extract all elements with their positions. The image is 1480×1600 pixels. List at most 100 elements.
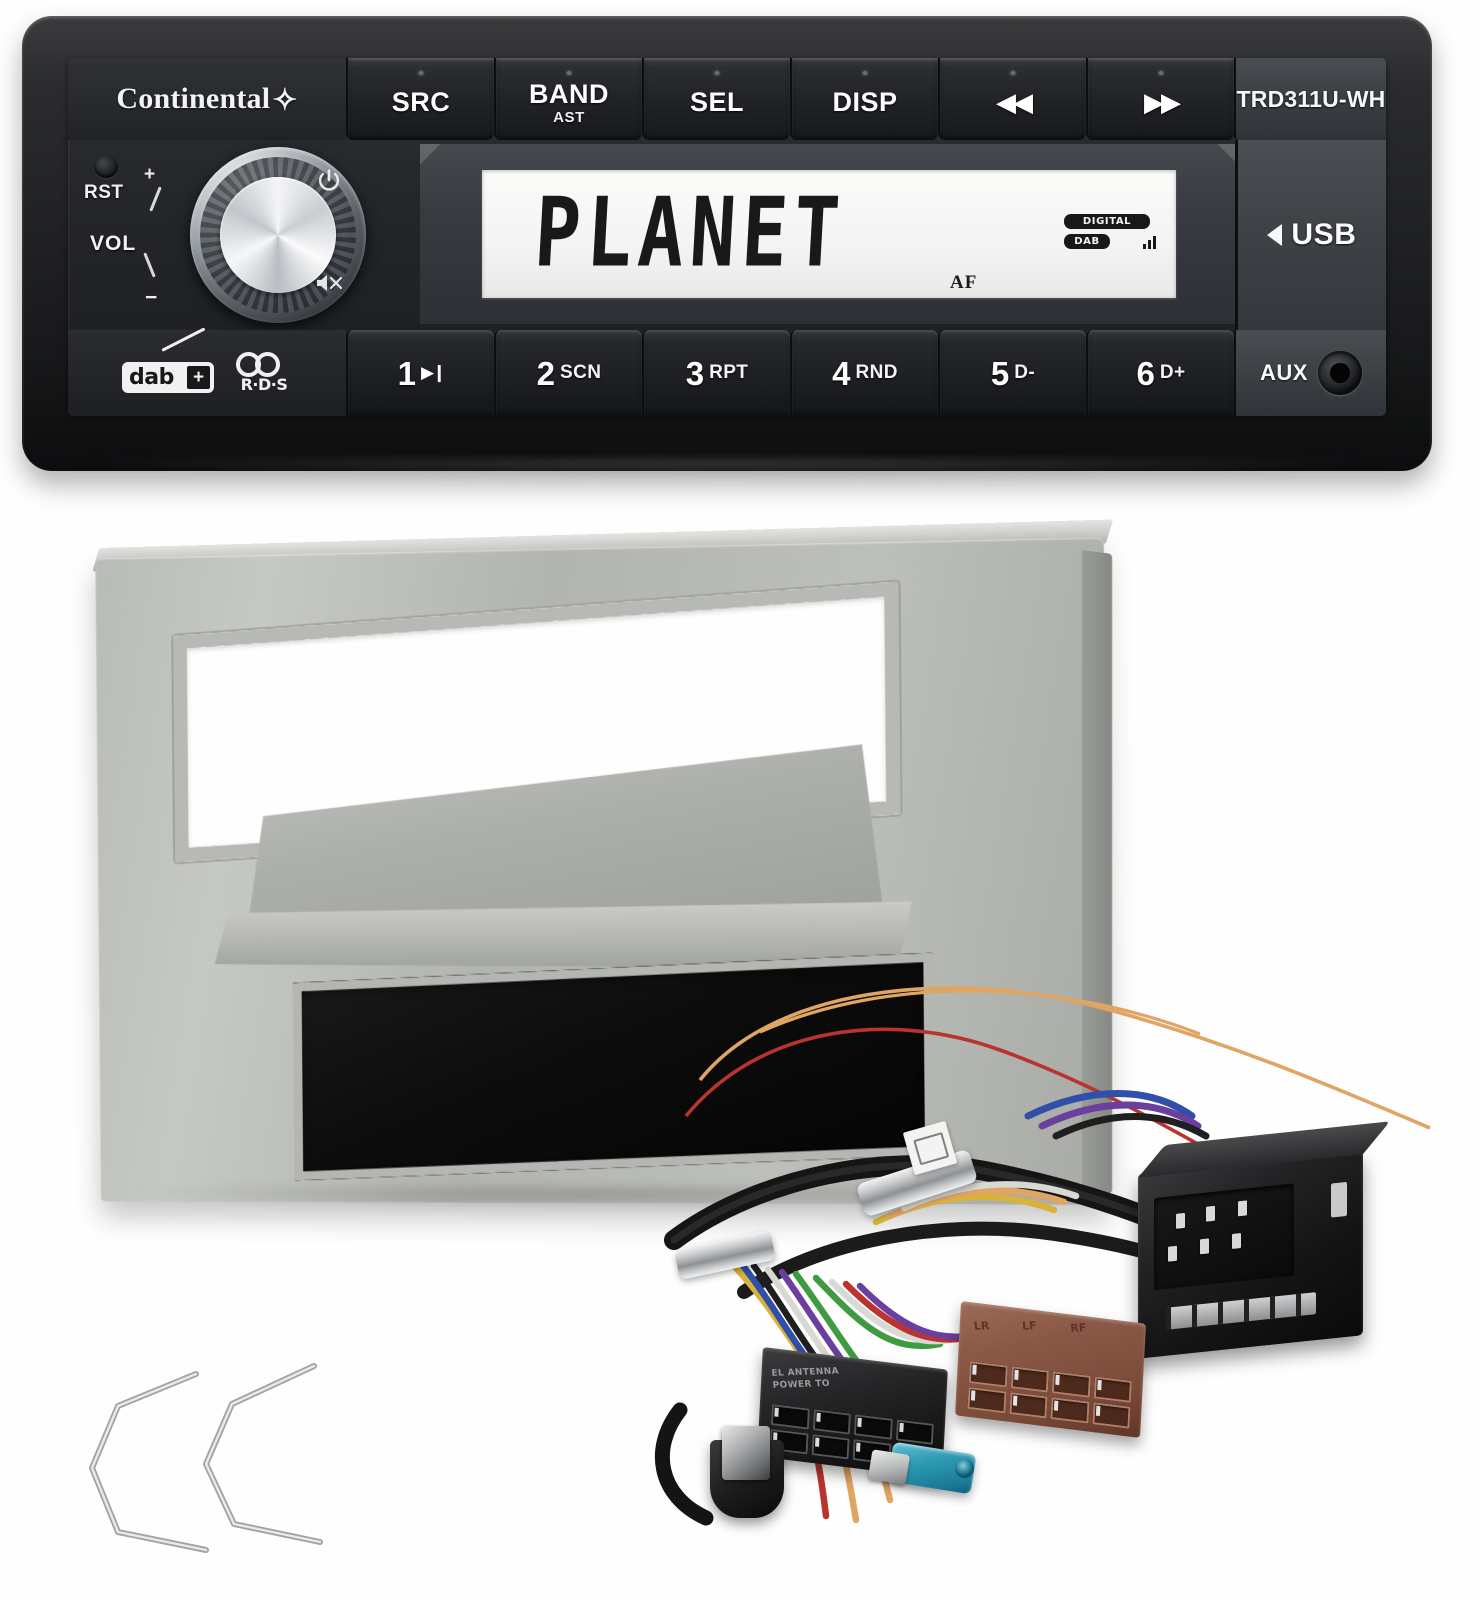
dab-badge: DAB xyxy=(1064,234,1110,249)
preset-3-function: RPT xyxy=(709,362,749,383)
button-led-icon xyxy=(566,71,572,75)
preset-4-button[interactable]: 4 RND xyxy=(790,330,938,416)
radio-front-panel: Continental✧ SRC BAND AST SEL DISP xyxy=(68,58,1386,416)
preset-2-number: 2 xyxy=(536,354,556,392)
lcd-display: PLANET DIGITAL DAB AF xyxy=(482,170,1176,298)
preset-5-function: D- xyxy=(1014,362,1036,383)
format-logo-area: dab + R·D·S xyxy=(68,327,346,416)
wiring-harness: EL ANTENNA POWER TO LR LF RF xyxy=(640,940,1470,1590)
preset-4-function: RND xyxy=(855,362,898,383)
aux-port-area[interactable]: AUX xyxy=(1234,330,1386,416)
quadlock-key-slot xyxy=(1331,1181,1347,1218)
preset-button-row: dab + R·D·S 1 ▶❙ 2 SCN 3 RPT xyxy=(68,327,1386,416)
radio-removal-keys xyxy=(78,1360,398,1580)
disp-button[interactable]: DISP xyxy=(790,58,938,140)
preset-6-button[interactable]: 6 D+ xyxy=(1086,330,1234,416)
fascia-drop-shadow xyxy=(128,1188,1088,1210)
fakra-antenna-plug xyxy=(862,1440,982,1496)
speaker-label-lr: LR xyxy=(973,1319,990,1333)
lcd-station-text: PLANET xyxy=(531,176,849,289)
usb-label: USB xyxy=(1291,218,1357,251)
preset-3-number: 3 xyxy=(685,354,705,392)
din-antenna-plug xyxy=(692,1414,800,1522)
button-led-icon xyxy=(1010,71,1016,75)
continental-logo: Continental✧ xyxy=(116,82,297,117)
quadlock-lower-comb xyxy=(1166,1292,1316,1330)
model-number-label: TRD311U-WH xyxy=(1236,85,1386,112)
antenna-icon xyxy=(161,327,206,352)
preset-1-number: 1 xyxy=(397,354,417,392)
preset-5-button[interactable]: 5 D- xyxy=(938,330,1086,416)
volume-tick-lower-icon xyxy=(143,252,156,278)
removal-key-left xyxy=(78,1364,209,1564)
src-button-label: SRC xyxy=(391,86,451,117)
button-led-icon xyxy=(1158,71,1164,75)
quadlock-connector xyxy=(1138,1121,1391,1359)
dab-logo-body: dab + xyxy=(122,362,214,393)
fast-forward-icon: ▶▶ xyxy=(1144,86,1181,117)
volume-tick-upper-icon xyxy=(149,186,162,212)
iso-speaker-connector: LR LF RF xyxy=(954,1301,1147,1438)
band-button-sublabel: AST xyxy=(553,108,585,126)
car-radio-head-unit: Continental✧ SRC BAND AST SEL DISP xyxy=(22,16,1432,471)
usb-port-panel[interactable]: USB xyxy=(1235,140,1386,330)
preset-5-number: 5 xyxy=(990,354,1010,392)
brand-name-text: Continental xyxy=(116,82,271,115)
quadlock-pin-face xyxy=(1154,1183,1294,1291)
fast-forward-button[interactable]: ▶▶ xyxy=(1086,58,1234,140)
af-indicator: AF xyxy=(950,272,978,293)
preset-3-button[interactable]: 3 RPT xyxy=(642,330,790,416)
single-din-fascia-panel xyxy=(38,512,1168,1212)
disp-button-label: DISP xyxy=(832,86,898,117)
iso-speaker-pins xyxy=(967,1361,1132,1429)
removal-key-right xyxy=(194,1360,324,1560)
horse-icon: ✧ xyxy=(272,83,298,117)
src-button[interactable]: SRC xyxy=(346,58,494,140)
sel-button[interactable]: SEL xyxy=(642,58,790,140)
rewind-icon: ◀◀ xyxy=(996,86,1033,117)
dab-plus-logo: dab + xyxy=(122,327,214,393)
aux-jack-icon[interactable] xyxy=(1317,351,1362,395)
button-led-icon xyxy=(418,71,424,75)
band-button[interactable]: BAND AST xyxy=(494,58,642,140)
rds-circles-icon xyxy=(236,352,292,377)
preset-6-number: 6 xyxy=(1136,354,1155,392)
preset-6-function: D+ xyxy=(1159,362,1186,383)
lcd-bezel: PLANET DIGITAL DAB AF xyxy=(420,144,1238,324)
mute-icon xyxy=(317,275,343,291)
din-plug-metal-pin xyxy=(722,1426,770,1480)
reset-label: RST xyxy=(84,182,124,203)
volume-minus-label: − xyxy=(145,286,158,309)
power-icon xyxy=(318,169,340,191)
speaker-label-rf: RF xyxy=(1069,1321,1087,1335)
volume-label: VOL xyxy=(90,232,137,255)
preset-2-button[interactable]: 2 SCN xyxy=(494,330,642,416)
button-led-icon xyxy=(862,71,868,75)
middle-section: RST + VOL − PLANET xyxy=(68,140,1386,330)
left-triangle-icon xyxy=(1267,224,1283,246)
signal-bars-icon xyxy=(1143,235,1156,249)
reset-button[interactable] xyxy=(94,156,118,178)
preset-1-button[interactable]: 1 ▶❙ xyxy=(346,330,494,416)
band-button-label: BAND xyxy=(529,78,609,109)
dab-plus-symbol: + xyxy=(187,366,210,389)
preset-4-number: 4 xyxy=(832,354,851,392)
volume-knob-area: RST + VOL − xyxy=(68,140,398,330)
volume-plus-label: + xyxy=(144,164,156,185)
dab-logo-text: dab xyxy=(129,364,174,390)
rewind-button[interactable]: ◀◀ xyxy=(938,58,1086,140)
top-button-row: Continental✧ SRC BAND AST SEL DISP xyxy=(68,58,1386,140)
rds-logo-text: R·D·S xyxy=(240,375,288,394)
speaker-label-lf: LF xyxy=(1021,1319,1038,1333)
digital-badge: DIGITAL xyxy=(1064,214,1150,229)
fakra-collar xyxy=(867,1449,911,1485)
rds-logo: R·D·S xyxy=(236,352,292,394)
preset-2-function: SCN xyxy=(560,362,602,383)
lcd-badge-group: DIGITAL DAB xyxy=(1050,214,1158,249)
button-led-icon xyxy=(714,71,720,75)
brand-logo-area: Continental✧ xyxy=(68,58,346,140)
play-pause-icon: ▶❙ xyxy=(421,363,446,382)
aux-label: AUX xyxy=(1260,360,1308,385)
iso-power-label: EL ANTENNA POWER TO xyxy=(771,1363,923,1392)
sel-button-label: SEL xyxy=(689,86,744,117)
